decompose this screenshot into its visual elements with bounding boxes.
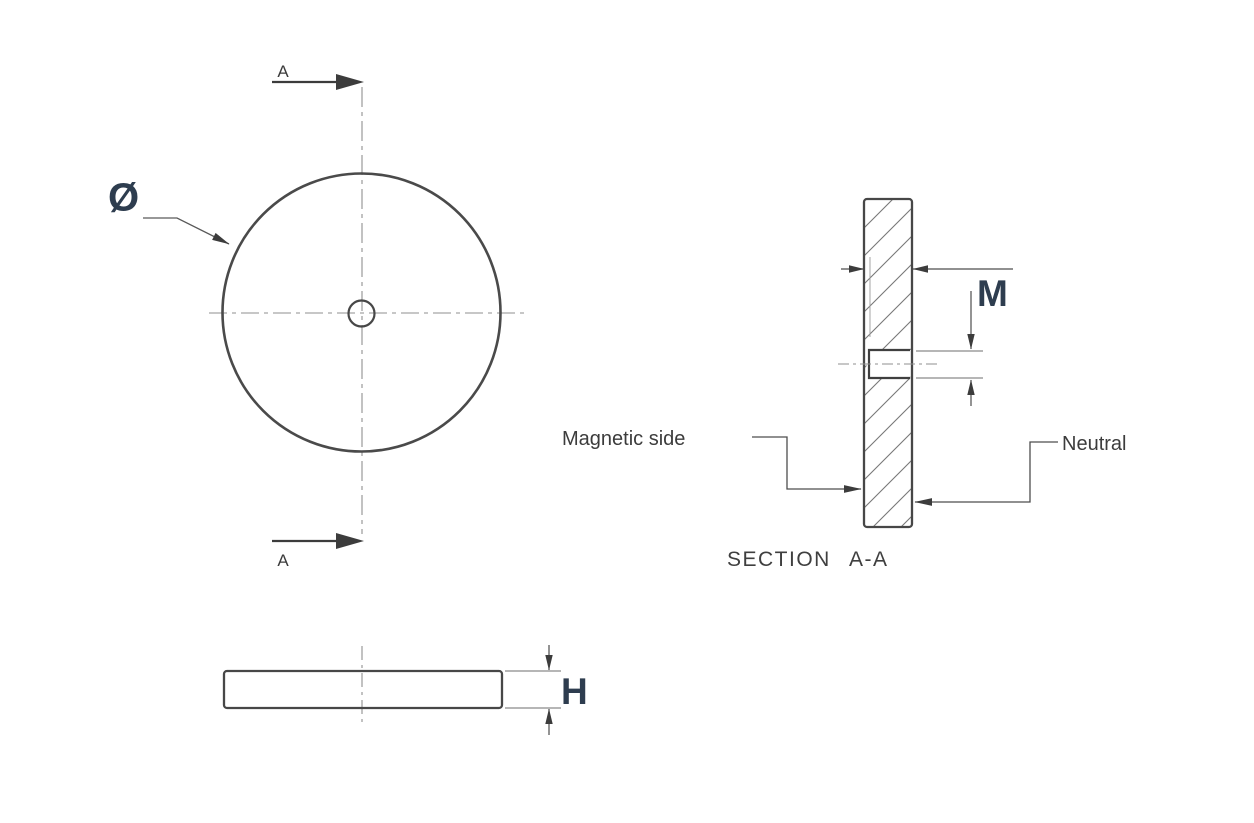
neutral-side-leader-line <box>914 441 1058 506</box>
section-cut-arrowhead-bottom-icon <box>336 533 364 549</box>
disc-outline-circle <box>221 172 502 453</box>
center-hole-circle <box>347 299 376 328</box>
diameter-leader-line <box>143 217 230 245</box>
section-cut-arrowhead-top-icon <box>336 74 364 90</box>
height-dimension-label: H <box>561 671 588 712</box>
magnetic-side-leader-line <box>752 436 862 493</box>
diameter-symbol-label: Ø <box>108 176 139 220</box>
magnetic-side-label: Magnetic side <box>562 428 685 450</box>
m-dimension-label: M <box>977 273 1008 314</box>
disc-side-profile <box>222 669 504 710</box>
section-caption-ref: A-A <box>849 548 889 571</box>
section-cut-label-top: A <box>277 62 289 81</box>
front-view: A Ø A <box>108 62 524 570</box>
side-view: H <box>222 645 588 735</box>
section-caption-title: SECTION <box>727 548 831 571</box>
section-view: M Magnetic side Neutral SECTION A-A <box>562 197 1126 571</box>
neutral-side-label: Neutral <box>1062 433 1126 455</box>
section-cut-label-bottom: A <box>277 551 289 570</box>
